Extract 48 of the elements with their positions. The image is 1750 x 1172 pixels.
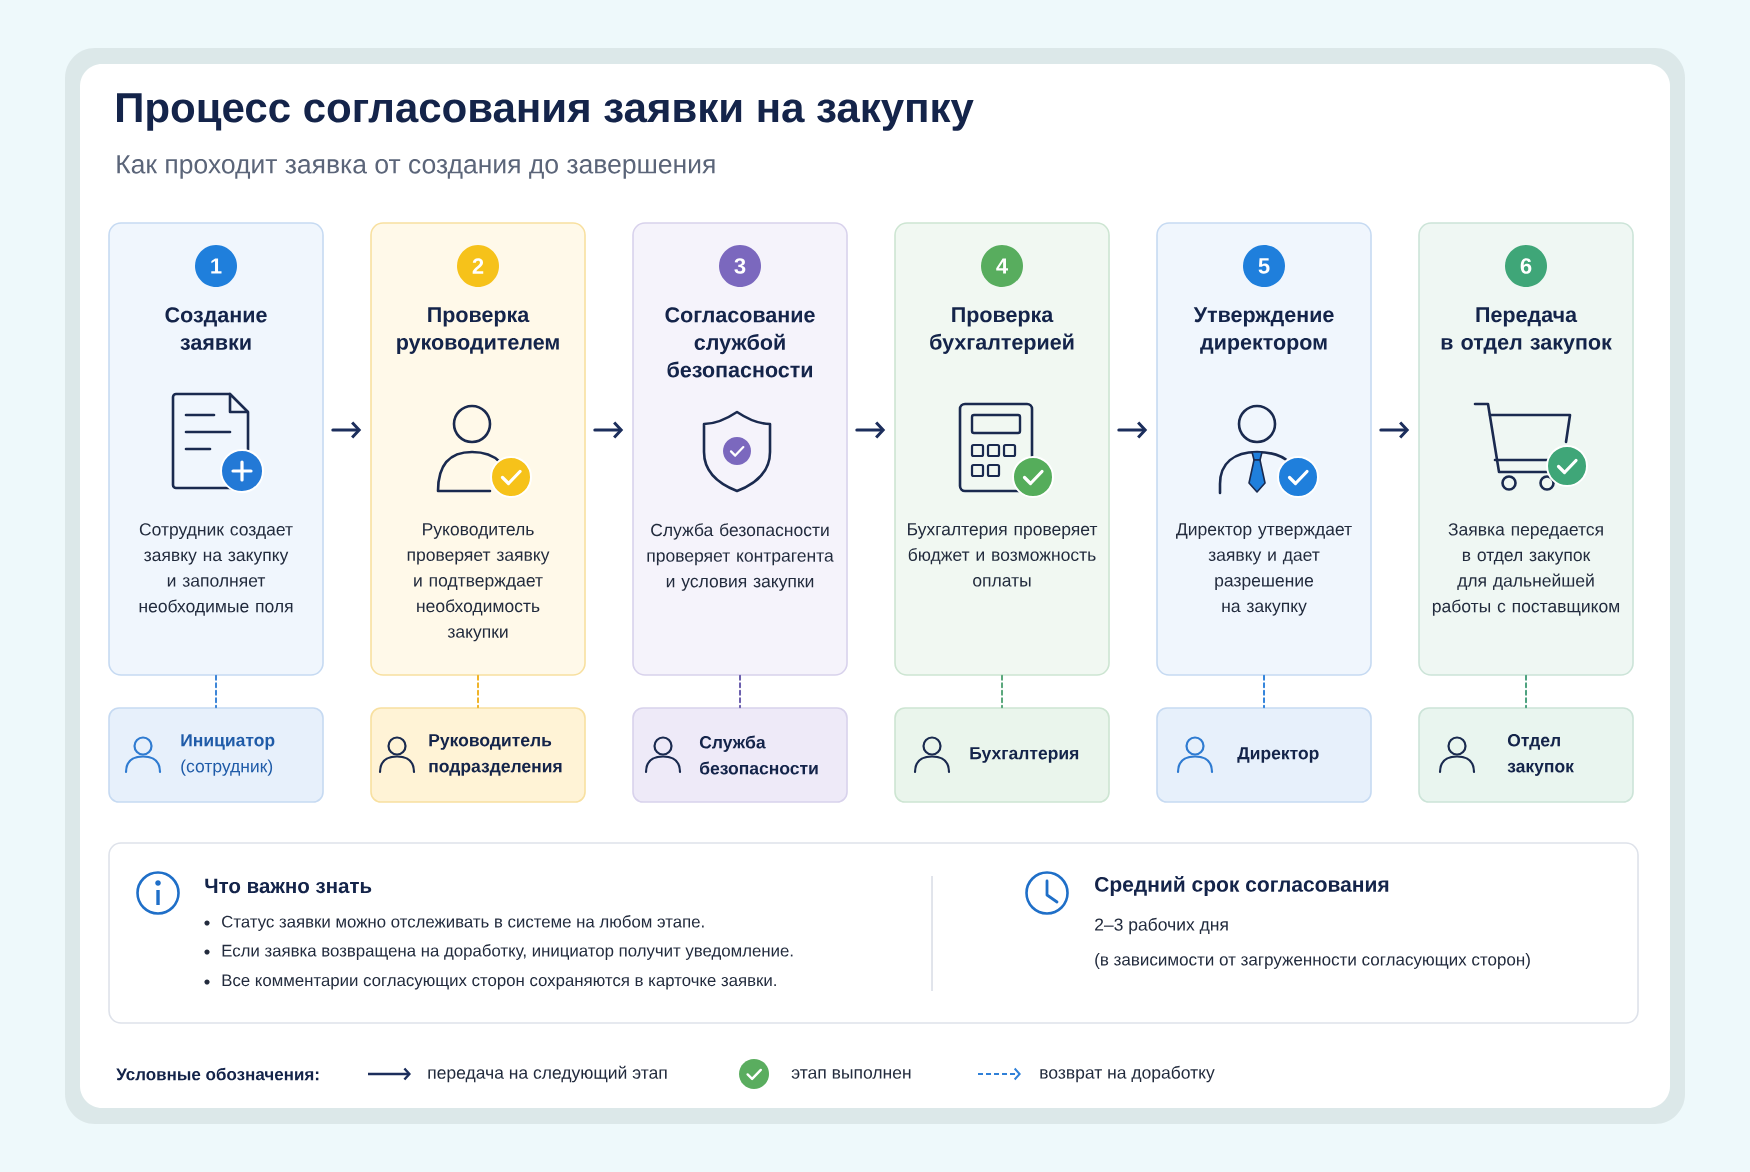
note-text: (в зависимости от загруженности согласующих сторон) <box>1095 953 1530 969</box>
step-number: 5 <box>1243 245 1285 287</box>
connector-line <box>1525 674 1527 709</box>
step-number: 2 <box>457 245 499 287</box>
step-title: Передача в отдел закупок <box>1441 307 1612 354</box>
legend-label: этап выполнен <box>791 1069 911 1079</box>
step-number: 1 <box>195 245 237 287</box>
role-box: Инициатор (сотрудник) <box>108 707 324 803</box>
legend-label: передача на следующий этап <box>428 1065 667 1083</box>
step-title: Создание заявки <box>165 307 267 350</box>
list-item: Все комментарии согласующих сторон сохраняются в карточке заявки. <box>222 974 776 990</box>
legend-label: возврат на доработку <box>1040 1065 1215 1083</box>
step-description: Заявка передается в отдел закупок для дальнейшей работы с поставщиком <box>1432 523 1620 616</box>
step-title: Проверка руководителем <box>397 307 559 354</box>
step-title: Проверка бухгалтерией <box>930 307 1074 354</box>
connector-line <box>739 674 741 709</box>
role-box: Бухгалтерия <box>894 707 1110 803</box>
arrow <box>1117 421 1148 439</box>
connector-line <box>1263 674 1265 709</box>
connector-line <box>1001 674 1003 709</box>
role-box: Директор <box>1156 707 1372 803</box>
role-box: Отдел закупок <box>1418 707 1634 803</box>
step-number: 3 <box>719 245 761 287</box>
role-box: Руководитель подразделения <box>370 707 586 803</box>
step-description: Руководитель проверяет заявку и подтверждает необходимость закупки <box>407 523 550 642</box>
step-number: 6 <box>1505 245 1547 287</box>
connector-line <box>477 674 479 709</box>
duration-text: 2–3 рабочих дня <box>1095 917 1228 935</box>
subtitle: Как проходит заявка от создания до завершения <box>117 155 715 179</box>
step-title: Согласование службой безопасности <box>665 307 815 378</box>
connector-line <box>215 674 217 709</box>
legend-title: Условные обозначения: <box>116 1067 319 1081</box>
title: Процесс согласования заявки на закупку <box>117 93 974 131</box>
step-description: Директор утверждает заявку и дает разрешение на закупку <box>1176 523 1352 616</box>
section-heading: Средний срок согласования <box>1095 876 1389 896</box>
step-description: Бухгалтерия проверяет бюджет и возможность оплаты <box>908 523 1098 587</box>
section-heading: Что важно знать <box>205 878 372 894</box>
role-box: Служба безопасности <box>632 707 848 803</box>
list-item: Если заявка возвращена на доработку, инициатор получит уведомление. <box>222 944 793 960</box>
step-number: 4 <box>981 245 1023 287</box>
step-description: Служба безопасности проверяет контрагента и условия закупки <box>647 523 834 591</box>
step-description: Сотрудник создает заявку на закупку и заполняет необходимые поля <box>139 523 293 616</box>
arrow <box>1379 421 1410 439</box>
arrow <box>855 421 886 439</box>
arrow <box>331 421 362 439</box>
step-title: Утверждение директором <box>1193 307 1334 354</box>
arrow <box>593 421 624 439</box>
list-item: Статус заявки можно отслеживать в системе на любом этапе. <box>222 915 704 931</box>
